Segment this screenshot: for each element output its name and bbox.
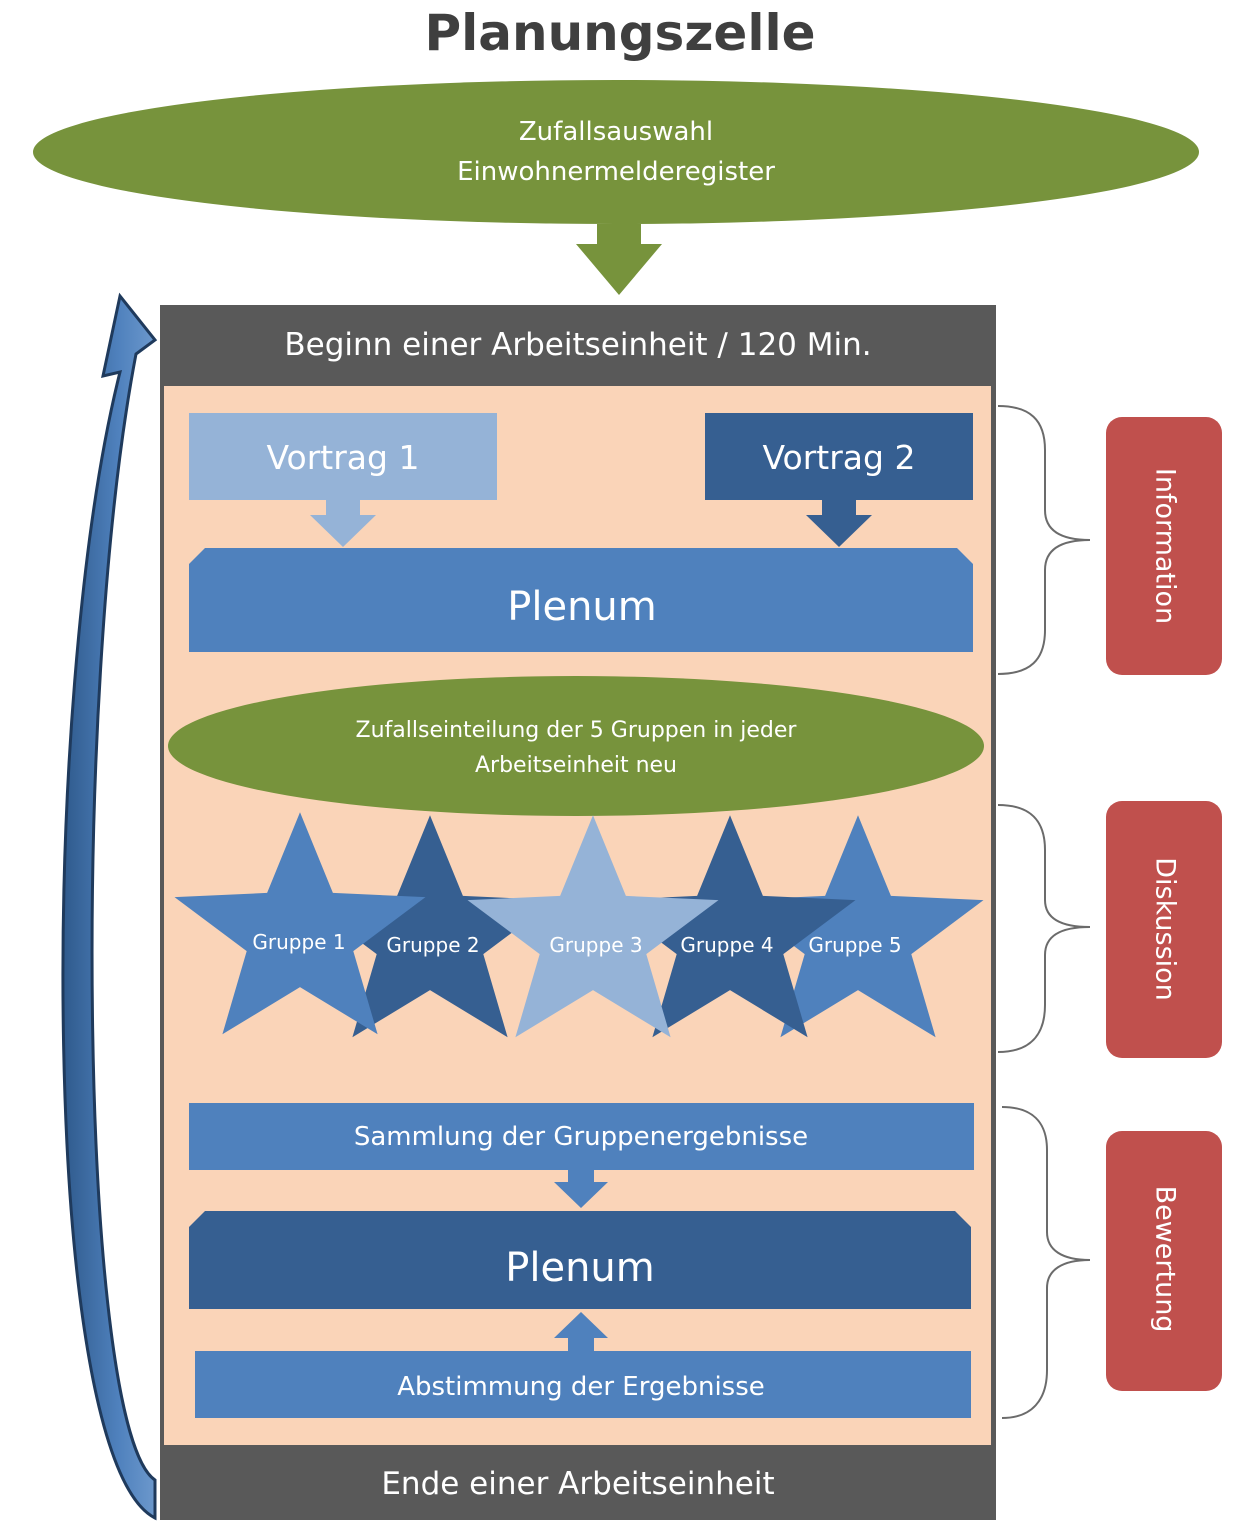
vote-arrow-up-icon <box>554 1312 608 1351</box>
group-1-label: Gruppe 1 <box>252 930 345 954</box>
plenum-top-label: Plenum <box>507 584 657 630</box>
evaluation-brace-icon <box>1001 1106 1091 1419</box>
group-2-star <box>304 815 556 1038</box>
plenum-top-box <box>189 548 973 652</box>
group-stars: Gruppe 5 Gruppe 2 Gruppe 4 Gruppe 3 Gruppe 1 <box>174 812 984 1038</box>
information-phase-label: Information <box>1150 468 1181 624</box>
evaluation-phase-box <box>1106 1131 1222 1391</box>
diagram-title: Planungszelle <box>424 4 815 62</box>
loop-back-arrow-icon <box>61 292 158 1521</box>
discussion-brace-icon <box>997 804 1091 1053</box>
vote-label: Abstimmung der Ergebnisse <box>397 1372 765 1402</box>
group-2-label: Gruppe 2 <box>386 933 479 957</box>
group-assignment-line-2: Arbeitseinheit neu <box>475 753 677 778</box>
selection-arrow-down-icon <box>576 224 662 295</box>
talk-1-label: Vortrag 1 <box>267 438 420 477</box>
plenum-bottom-box <box>189 1211 971 1309</box>
selection-line-1: Zufallsauswahl <box>519 117 713 147</box>
selection-line-2: Einwohnermelderegister <box>457 157 775 187</box>
talk-2-label: Vortrag 2 <box>763 438 916 477</box>
group-1-star <box>174 812 426 1035</box>
talk-2-arrow-down-icon <box>806 500 872 547</box>
talk-1-arrow-down-icon <box>310 500 376 547</box>
group-4-star <box>604 815 856 1038</box>
group-3-label: Gruppe 3 <box>549 933 642 957</box>
group-5-star <box>732 815 984 1038</box>
talk-1-box <box>189 413 497 500</box>
information-brace-icon <box>997 405 1091 675</box>
group-3-star <box>467 815 719 1038</box>
collection-box <box>189 1103 974 1170</box>
vote-box <box>195 1351 971 1418</box>
information-phase-box <box>1106 417 1222 675</box>
plenum-bottom-label: Plenum <box>505 1245 655 1291</box>
group-5-label: Gruppe 5 <box>808 933 901 957</box>
group-assignment-ellipse <box>168 676 984 816</box>
group-4-label: Gruppe 4 <box>680 933 773 957</box>
discussion-phase-box <box>1106 801 1222 1058</box>
evaluation-phase-label: Bewertung <box>1150 1186 1181 1333</box>
collection-arrow-down-icon <box>554 1170 608 1208</box>
talk-2-box <box>705 413 973 500</box>
group-assignment-line-1: Zufallseinteilung der 5 Gruppen in jeder <box>356 718 798 743</box>
discussion-phase-label: Diskussion <box>1150 857 1181 1001</box>
collection-label: Sammlung der Gruppenergebnisse <box>354 1122 808 1152</box>
work-unit-end-label: Ende einer Arbeitseinheit <box>381 1466 774 1502</box>
random-selection-ellipse: Zufallsauswahl Einwohnermelderegister <box>33 80 1199 224</box>
work-unit-start-label: Beginn einer Arbeitseinheit / 120 Min. <box>284 327 871 363</box>
